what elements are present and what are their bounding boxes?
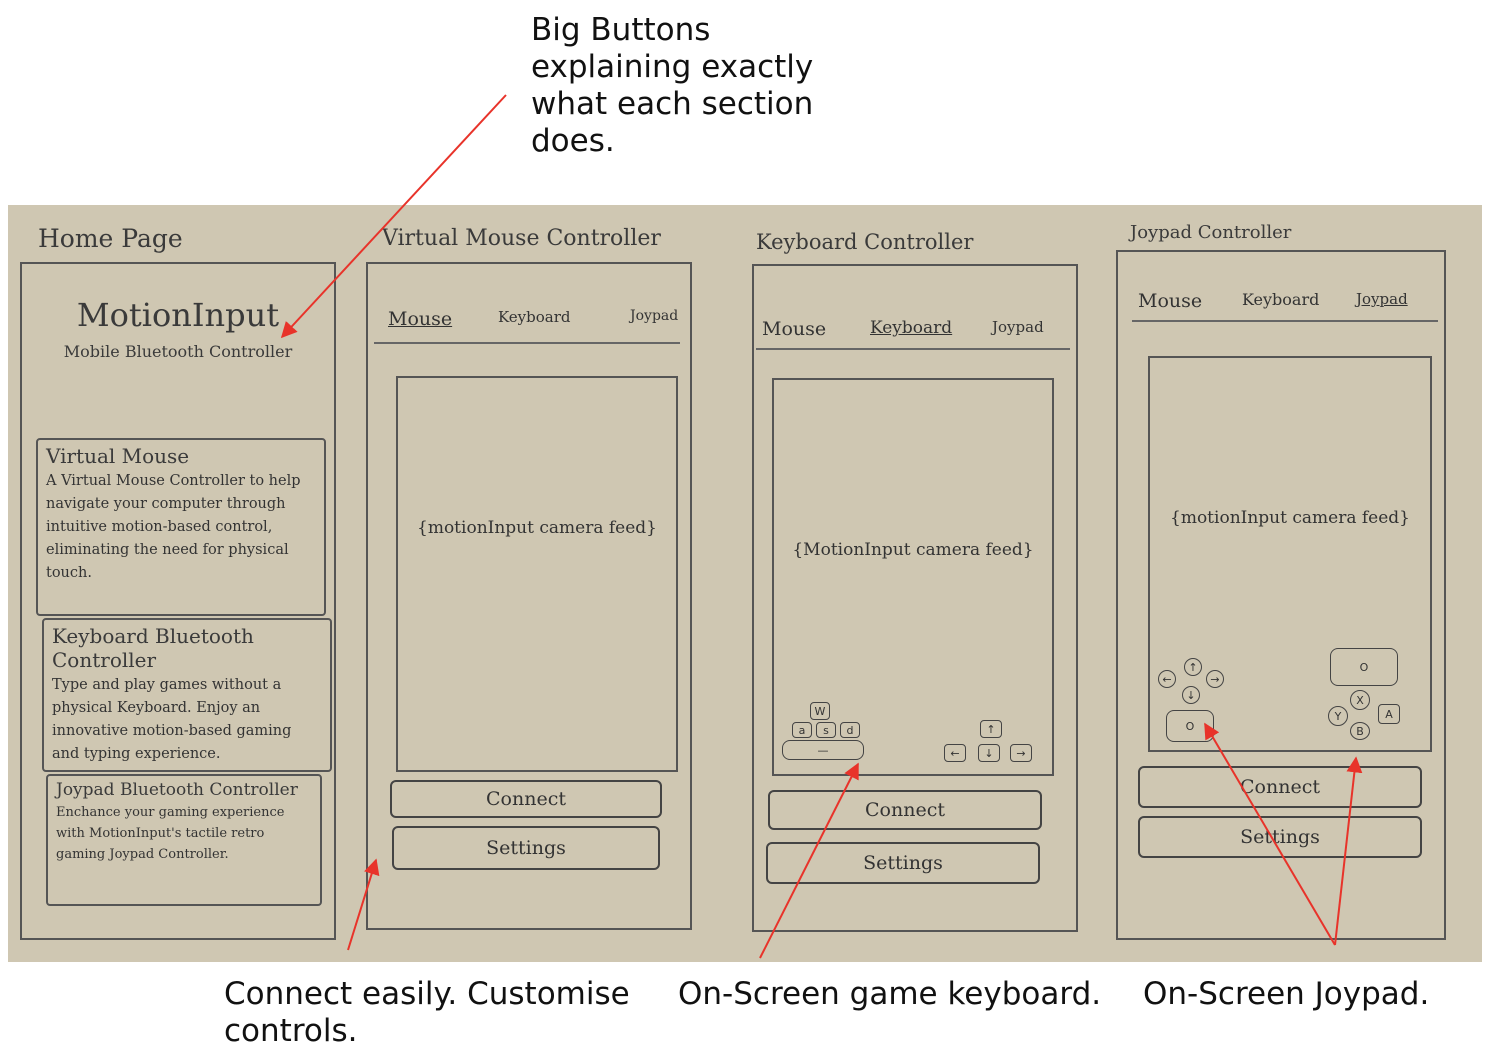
mouse-page-label: Virtual Mouse Controller <box>382 226 661 251</box>
key-d[interactable]: d <box>840 722 860 738</box>
key-up[interactable]: ↑ <box>980 720 1002 738</box>
joypad-page-label: Joypad Controller <box>1130 222 1292 243</box>
keyboard-phone-frame: Mouse Keyboard Joypad {MotionInput camer… <box>752 264 1078 932</box>
key-right[interactable]: → <box>1010 744 1032 762</box>
camera-feed-label: {MotionInput camera feed} <box>792 540 1034 560</box>
connect-button[interactable]: Connect <box>768 790 1042 830</box>
keyboard-page-label: Keyboard Controller <box>756 230 974 254</box>
joypad-phone-frame: Mouse Keyboard Joypad {motionInput camer… <box>1116 250 1446 940</box>
card-body: Enchance your gaming experience with Mot… <box>56 805 285 862</box>
settings-button[interactable]: Settings <box>766 842 1040 884</box>
tab-mouse[interactable]: Mouse <box>1138 290 1203 312</box>
tab-mouse[interactable]: Mouse <box>762 318 827 340</box>
home-page-label: Home Page <box>38 224 183 253</box>
tab-keyboard[interactable]: Keyboard <box>498 308 571 326</box>
card-title: Virtual Mouse <box>46 444 190 468</box>
annotation-big-buttons: Big Buttons explaining exactly what each… <box>531 12 814 159</box>
camera-feed: {motionInput camera feed} ↑ ← ↓ → O O Y … <box>1148 356 1432 752</box>
key-left[interactable]: ← <box>944 744 966 762</box>
keyboard-controller-card[interactable]: Keyboard Bluetooth Controller Type and p… <box>42 618 332 772</box>
dpad-left[interactable]: ← <box>1158 670 1176 688</box>
key-w[interactable]: W <box>810 702 830 720</box>
dpad-up[interactable]: ↑ <box>1184 658 1202 676</box>
app-title: MotionInput <box>76 296 280 334</box>
connect-button[interactable]: Connect <box>1138 766 1422 808</box>
card-body: A Virtual Mouse Controller to help navig… <box>46 473 301 581</box>
mouse-phone-frame: Mouse Keyboard Joypad {motionInput camer… <box>366 262 692 930</box>
joypad-controller-card[interactable]: Joypad Bluetooth Controller Enchance you… <box>46 774 322 906</box>
virtual-mouse-card[interactable]: Virtual Mouse A Virtual Mouse Controller… <box>36 438 326 616</box>
key-space[interactable]: — <box>782 740 864 760</box>
key-s[interactable]: s <box>816 722 836 738</box>
tab-joypad[interactable]: Joypad <box>1356 290 1408 308</box>
home-phone-frame: MotionInput Mobile Bluetooth Controller … <box>20 262 336 940</box>
nav-divider <box>1132 320 1438 322</box>
key-down[interactable]: ↓ <box>978 744 1000 762</box>
app-subtitle: Mobile Bluetooth Controller <box>63 342 293 361</box>
button-b[interactable]: B <box>1350 722 1370 740</box>
tab-joypad[interactable]: Joypad <box>992 318 1044 336</box>
annotation-joypad: On-Screen Joypad. <box>1143 976 1430 1012</box>
nav-divider <box>374 342 680 344</box>
joystick-left[interactable]: O <box>1166 710 1214 742</box>
annotation-keyboard: On-Screen game keyboard. <box>678 976 1102 1012</box>
card-body: Type and play games without a physical K… <box>52 677 292 762</box>
camera-feed: {motionInput camera feed} <box>396 376 678 772</box>
tab-joypad[interactable]: Joypad <box>630 308 679 324</box>
nav-divider <box>756 348 1070 350</box>
tab-keyboard[interactable]: Keyboard <box>1242 290 1320 309</box>
camera-feed: {MotionInput camera feed} W a s d — ↑ ← … <box>772 378 1054 776</box>
connect-button[interactable]: Connect <box>390 780 662 818</box>
button-x[interactable]: X <box>1350 690 1370 710</box>
card-title: Joypad Bluetooth Controller <box>56 780 298 800</box>
button-a[interactable]: A <box>1378 704 1400 724</box>
camera-feed-label: {motionInput camera feed} <box>1170 508 1410 528</box>
tab-mouse[interactable]: Mouse <box>388 308 453 330</box>
button-y[interactable]: Y <box>1328 706 1348 726</box>
card-title: Keyboard Bluetooth Controller <box>52 624 254 672</box>
key-a[interactable]: a <box>792 722 812 738</box>
tab-keyboard[interactable]: Keyboard <box>870 318 953 338</box>
dpad-right[interactable]: → <box>1206 670 1224 688</box>
annotation-connect: Connect easily. Customise controls. <box>224 976 630 1049</box>
joystick-right[interactable]: O <box>1330 648 1398 686</box>
dpad-down[interactable]: ↓ <box>1182 686 1200 704</box>
settings-button[interactable]: Settings <box>392 826 660 870</box>
settings-button[interactable]: Settings <box>1138 816 1422 858</box>
camera-feed-label: {motionInput camera feed} <box>417 518 657 538</box>
